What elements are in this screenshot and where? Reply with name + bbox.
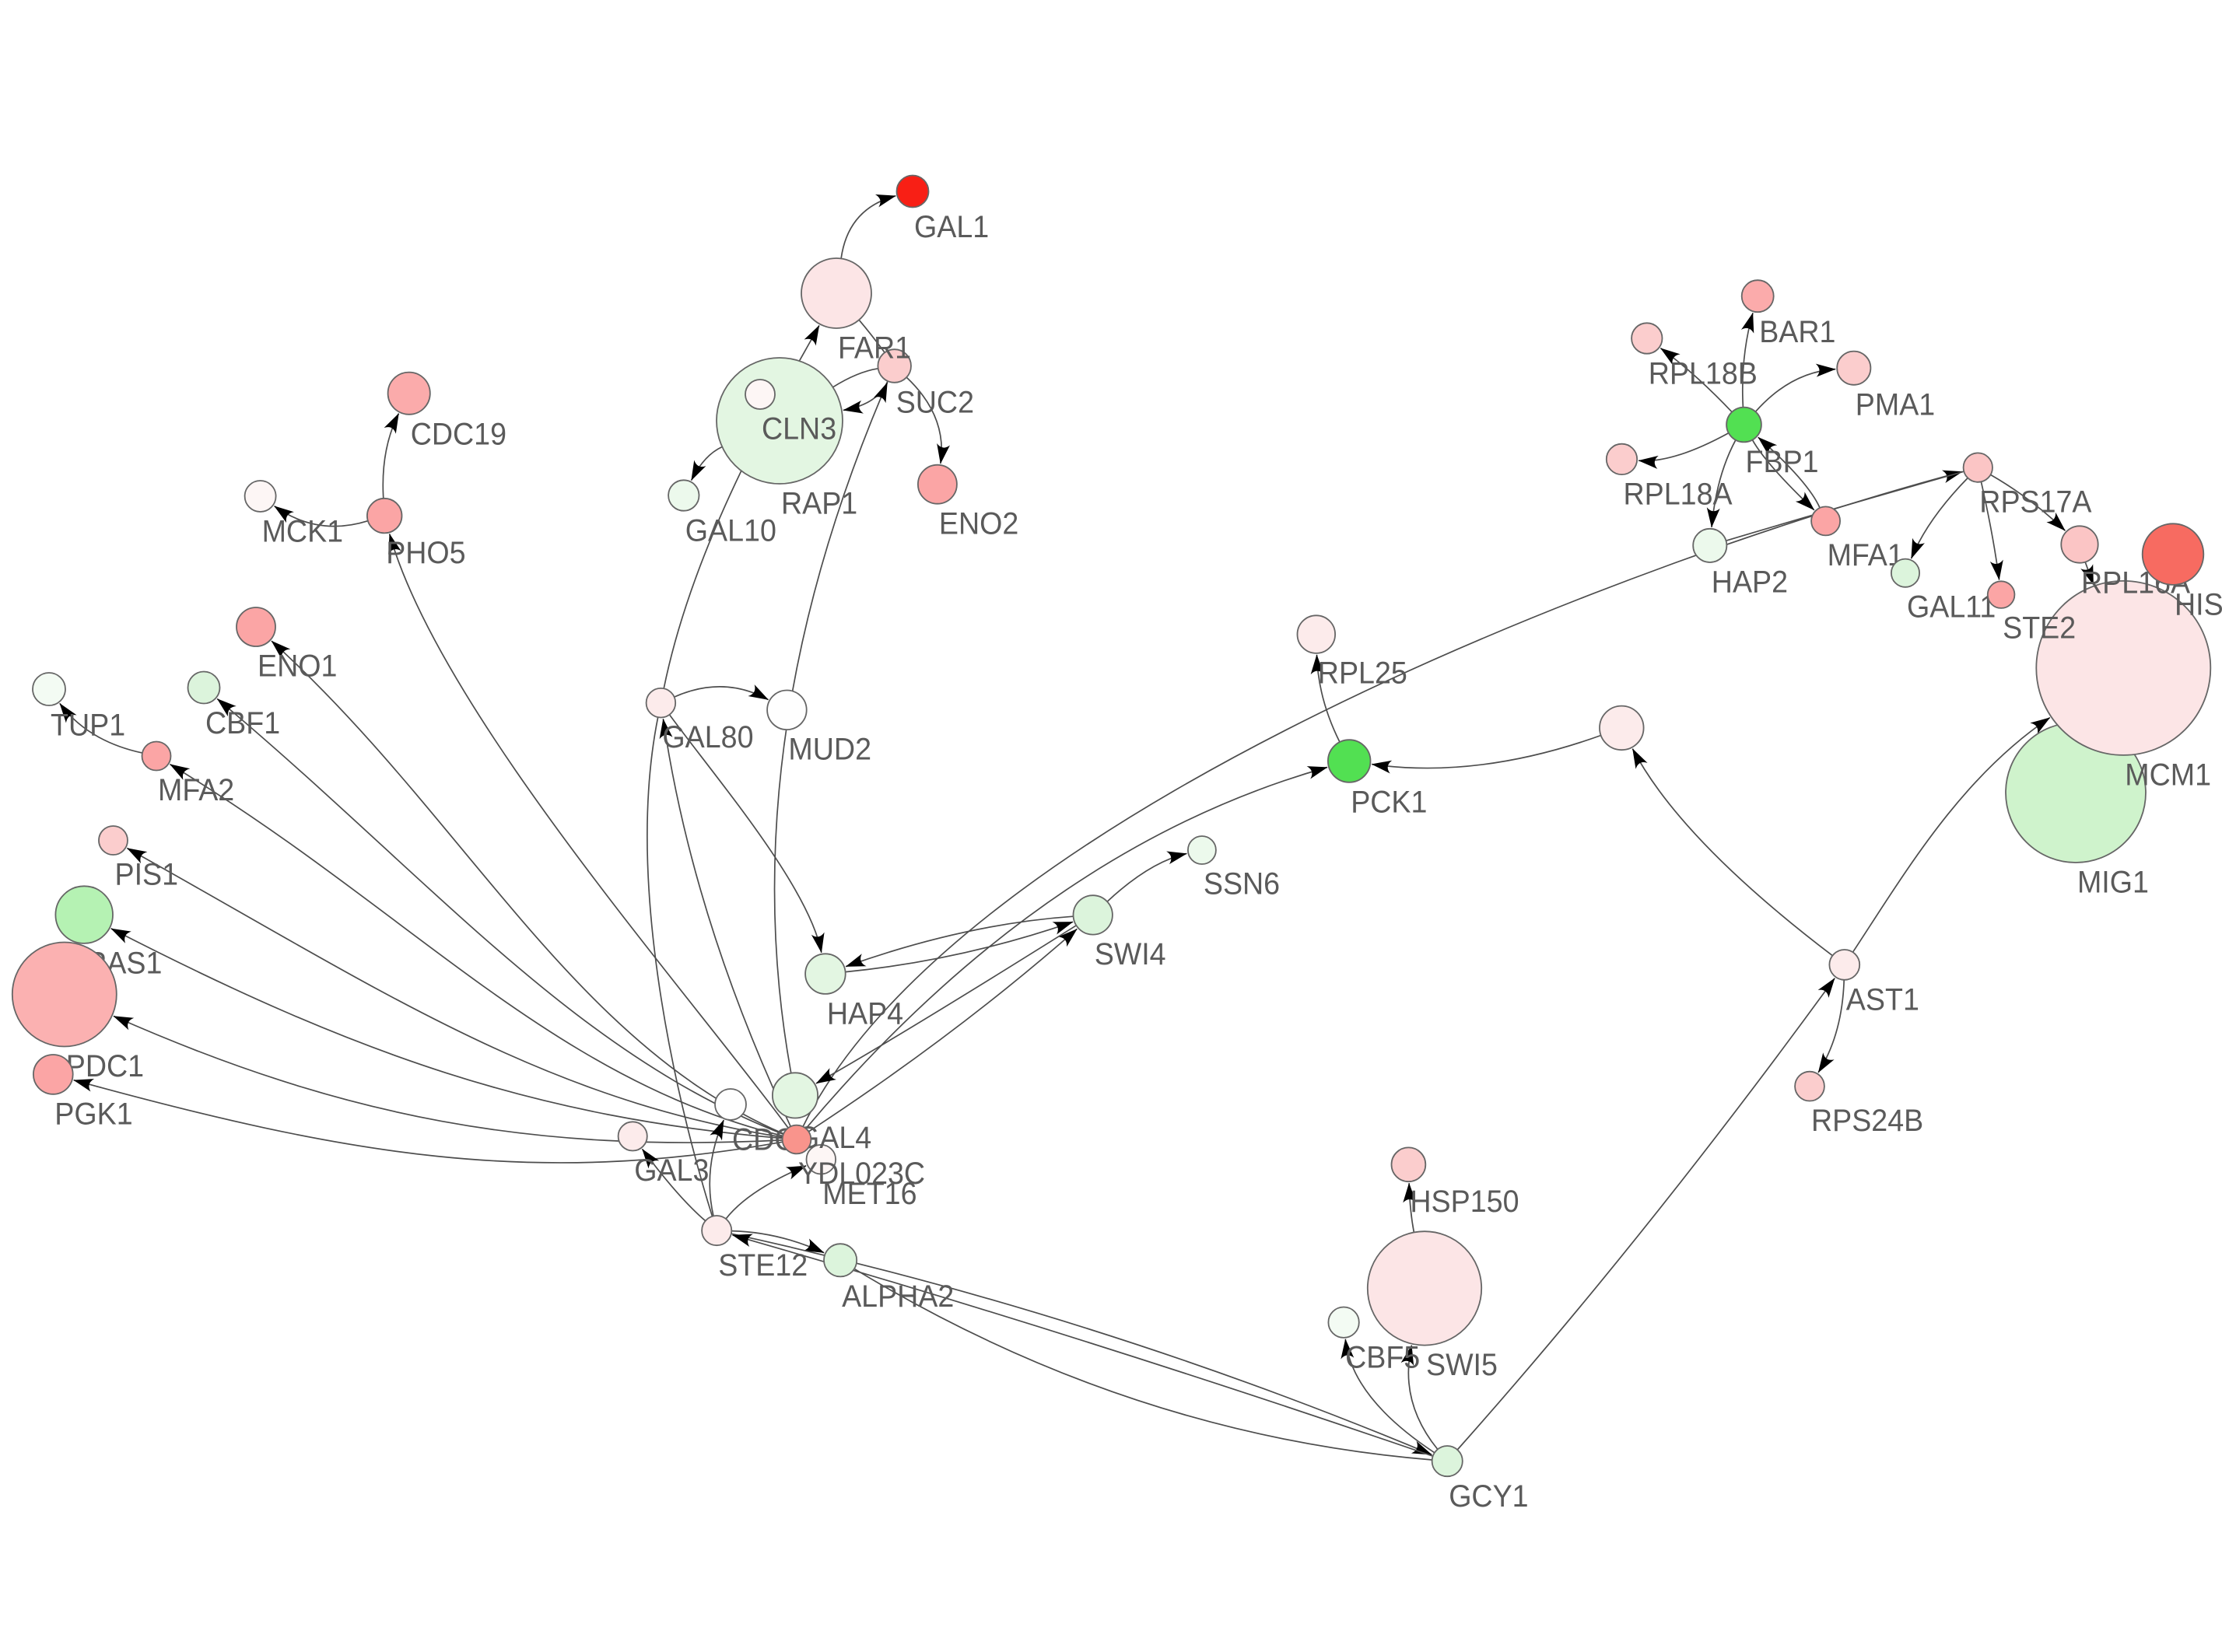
svg-text:GAL80: GAL80 xyxy=(662,720,753,754)
svg-text:RPL18A: RPL18A xyxy=(1624,478,1733,512)
svg-text:RAP1: RAP1 xyxy=(781,487,857,521)
svg-text:CBF5: CBF5 xyxy=(1345,1341,1420,1375)
svg-text:GCY1: GCY1 xyxy=(1449,1479,1528,1514)
svg-text:HSP150: HSP150 xyxy=(1410,1185,1519,1219)
svg-text:GAL11: GAL11 xyxy=(1907,590,1996,624)
svg-text:HAP2: HAP2 xyxy=(1712,565,1788,600)
svg-text:CDC19: CDC19 xyxy=(411,417,506,451)
svg-text:TUP1: TUP1 xyxy=(51,709,125,743)
svg-text:PGK1: PGK1 xyxy=(54,1097,132,1131)
svg-text:STE2: STE2 xyxy=(2003,611,2076,646)
svg-text:MET16: MET16 xyxy=(822,1177,916,1211)
svg-text:MCM1: MCM1 xyxy=(2125,758,2211,793)
svg-text:STE12: STE12 xyxy=(718,1248,808,1283)
svg-text:SWI4: SWI4 xyxy=(1095,937,1166,971)
svg-text:MFA1: MFA1 xyxy=(1828,538,1904,572)
svg-text:BAR1: BAR1 xyxy=(1759,315,1835,349)
svg-text:GAL3: GAL3 xyxy=(634,1153,709,1188)
svg-text:CLN3: CLN3 xyxy=(762,412,836,446)
svg-text:MUD2: MUD2 xyxy=(788,733,871,767)
svg-text:ENO1: ENO1 xyxy=(258,649,337,684)
svg-text:MFA2: MFA2 xyxy=(158,773,234,807)
svg-text:PCK1: PCK1 xyxy=(1351,785,1427,819)
svg-text:ALPHA2: ALPHA2 xyxy=(842,1279,954,1314)
svg-text:RPL25: RPL25 xyxy=(1318,656,1407,691)
svg-text:PHO5: PHO5 xyxy=(386,536,465,570)
svg-text:FBP1: FBP1 xyxy=(1746,445,1819,479)
svg-text:ENO2: ENO2 xyxy=(939,506,1018,541)
svg-text:HAP4: HAP4 xyxy=(827,997,903,1031)
svg-text:RPS17A: RPS17A xyxy=(1979,485,2091,519)
svg-text:PDC1: PDC1 xyxy=(66,1049,144,1083)
svg-text:AST1: AST1 xyxy=(1846,982,1919,1017)
svg-text:PMA1: PMA1 xyxy=(1856,387,1935,422)
svg-text:SUC2: SUC2 xyxy=(896,385,974,419)
svg-text:SSN6: SSN6 xyxy=(1204,867,1280,901)
svg-text:RPL18B: RPL18B xyxy=(1649,356,1758,390)
svg-text:FAR1: FAR1 xyxy=(838,331,911,366)
svg-text:HIS4: HIS4 xyxy=(2175,588,2222,622)
svg-text:YDL023C: YDL023C xyxy=(798,1157,925,1191)
svg-text:RPS24B: RPS24B xyxy=(1811,1104,1923,1138)
svg-text:MIG1: MIG1 xyxy=(2077,866,2149,900)
svg-text:CBF1: CBF1 xyxy=(205,706,280,740)
svg-text:PIS1: PIS1 xyxy=(115,858,179,892)
svg-text:MCK1: MCK1 xyxy=(262,515,344,549)
svg-text:SWI5: SWI5 xyxy=(1426,1348,1498,1382)
svg-text:GAL1: GAL1 xyxy=(914,210,989,244)
svg-text:GAL10: GAL10 xyxy=(685,513,776,548)
